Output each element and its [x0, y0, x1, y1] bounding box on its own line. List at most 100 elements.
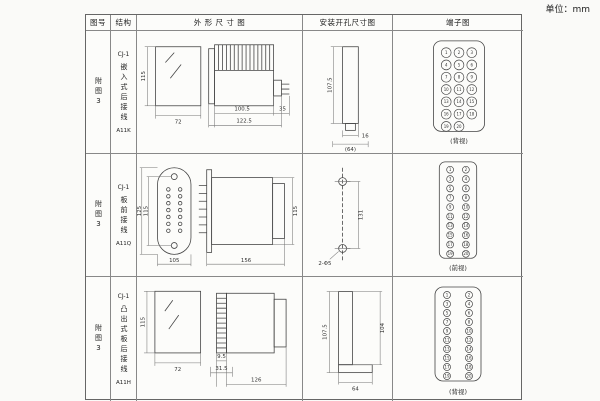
terminal-pin [440, 71, 452, 83]
fig-no-label: 附图3 [94, 76, 103, 108]
series-label: CJ-1 [117, 183, 130, 191]
terminal-number: 9 [449, 205, 452, 210]
header-fig-no: 图号 [86, 15, 111, 31]
terminal-pin [446, 165, 454, 174]
dim-cutout-height: 107.5 [327, 77, 333, 92]
terminal-pin [446, 184, 454, 193]
terminal-number: 16 [444, 112, 449, 117]
terminal-pin [443, 300, 451, 308]
terminal-pin [465, 309, 473, 317]
terminal-pin [443, 336, 451, 344]
terminal-number: 5 [458, 62, 461, 67]
dim-body-height: 115 [293, 206, 299, 216]
row2-structure-cell: CJ-1 板前接线 A11Q [111, 154, 137, 277]
row1-mounting-cell: 107.5 16 (64) [303, 31, 393, 154]
dim-flange-width: 105 [169, 258, 179, 264]
terminal-number: 14 [456, 99, 461, 104]
terminal-pin [443, 318, 451, 326]
terminal-number: 3 [471, 50, 474, 55]
terminal-pin [446, 231, 454, 239]
terminal-pin [446, 175, 454, 183]
terminal-number: 4 [465, 176, 468, 181]
terminal-pin [465, 363, 473, 371]
terminal-pin [453, 84, 465, 95]
terminal-number: 3 [449, 176, 452, 181]
model-label: A11Q [115, 240, 132, 247]
dim-width: 72 [175, 119, 182, 125]
terminal-number: 1 [445, 50, 448, 55]
structure-label: 板前接线 [120, 195, 128, 236]
header-mounting-label: 安装开孔尺寸图 [319, 18, 376, 27]
terminal-pin [440, 108, 452, 120]
dim-total-length: 156 [241, 258, 252, 264]
terminal-number: 20 [456, 124, 461, 129]
terminal-number: 14 [463, 223, 468, 228]
unit-label: 单位：mm [545, 5, 590, 15]
terminal-number: 19 [444, 373, 450, 378]
dim-stud-length: 35 [279, 107, 286, 113]
terminal-pin [465, 327, 473, 335]
terminal-pin [446, 240, 454, 249]
terminal-pin [453, 96, 465, 108]
terminal-number: 11 [448, 214, 453, 219]
terminal-pin [465, 345, 473, 353]
dim-comb-depth: 9.5 [217, 354, 226, 360]
dim-rear-depth: 31.5 [215, 366, 227, 372]
dim-cutout-width: 16 [362, 133, 369, 139]
terminal-pin [462, 250, 470, 258]
dim-body-height: 104 [380, 322, 386, 333]
dim-width: 72 [174, 367, 181, 373]
terminal-pin [443, 354, 451, 362]
terminal-pin [446, 250, 454, 258]
terminal-number: 18 [466, 364, 472, 369]
terminal-number: 20 [466, 373, 472, 378]
terminal-pin [453, 47, 465, 58]
terminal-pin [462, 240, 470, 249]
dim-total-length: 126 [251, 378, 262, 384]
terminal-number: 1 [446, 292, 449, 297]
terminal-pin [446, 222, 454, 230]
terminal-pin [466, 59, 478, 71]
terminal-pin [465, 354, 473, 362]
mounting-drawing-a11h: 107.5 104 64 [323, 291, 386, 392]
terminal-pin [453, 71, 465, 83]
terminal-pin [440, 47, 452, 58]
terminal-number: 18 [463, 242, 468, 247]
row2-fig-cell: 附图3 [86, 154, 111, 277]
terminal-pin [440, 121, 452, 132]
terminal-number: 8 [465, 195, 468, 200]
terminal-number: 10 [444, 87, 449, 92]
header-structure-label: 结构 [115, 18, 132, 27]
terminal-pin [443, 345, 451, 353]
row1-outline-cell: 115 72 100.5 35 122.5 [137, 31, 303, 154]
mounting-drawing-a11k: 107.5 16 (64) [327, 46, 369, 153]
view-label: (前视) [449, 263, 467, 272]
header-outline: 外 形 尺 寸 图 [137, 15, 303, 31]
terminal-pin [462, 165, 470, 174]
terminal-pin [462, 193, 470, 202]
terminal-number: 19 [448, 251, 453, 256]
terminal-number: 16 [463, 233, 468, 238]
terminal-pin [462, 203, 470, 211]
dim-hole-pitch: 131 [358, 210, 364, 220]
terminal-number: 16 [466, 355, 472, 360]
series-label: CJ-1 [117, 50, 130, 58]
terminal-pin [443, 291, 451, 299]
terminal-number: 7 [445, 75, 448, 80]
terminal-pin [443, 309, 451, 317]
row3-outline-cell: 115 72 9.5 31.5 126 [137, 277, 303, 401]
terminal-pin [462, 212, 470, 221]
view-label: (背视) [449, 387, 467, 396]
terminal-number: 11 [444, 337, 450, 342]
terminal-pin [443, 327, 451, 335]
terminal-number: 19 [444, 124, 449, 129]
